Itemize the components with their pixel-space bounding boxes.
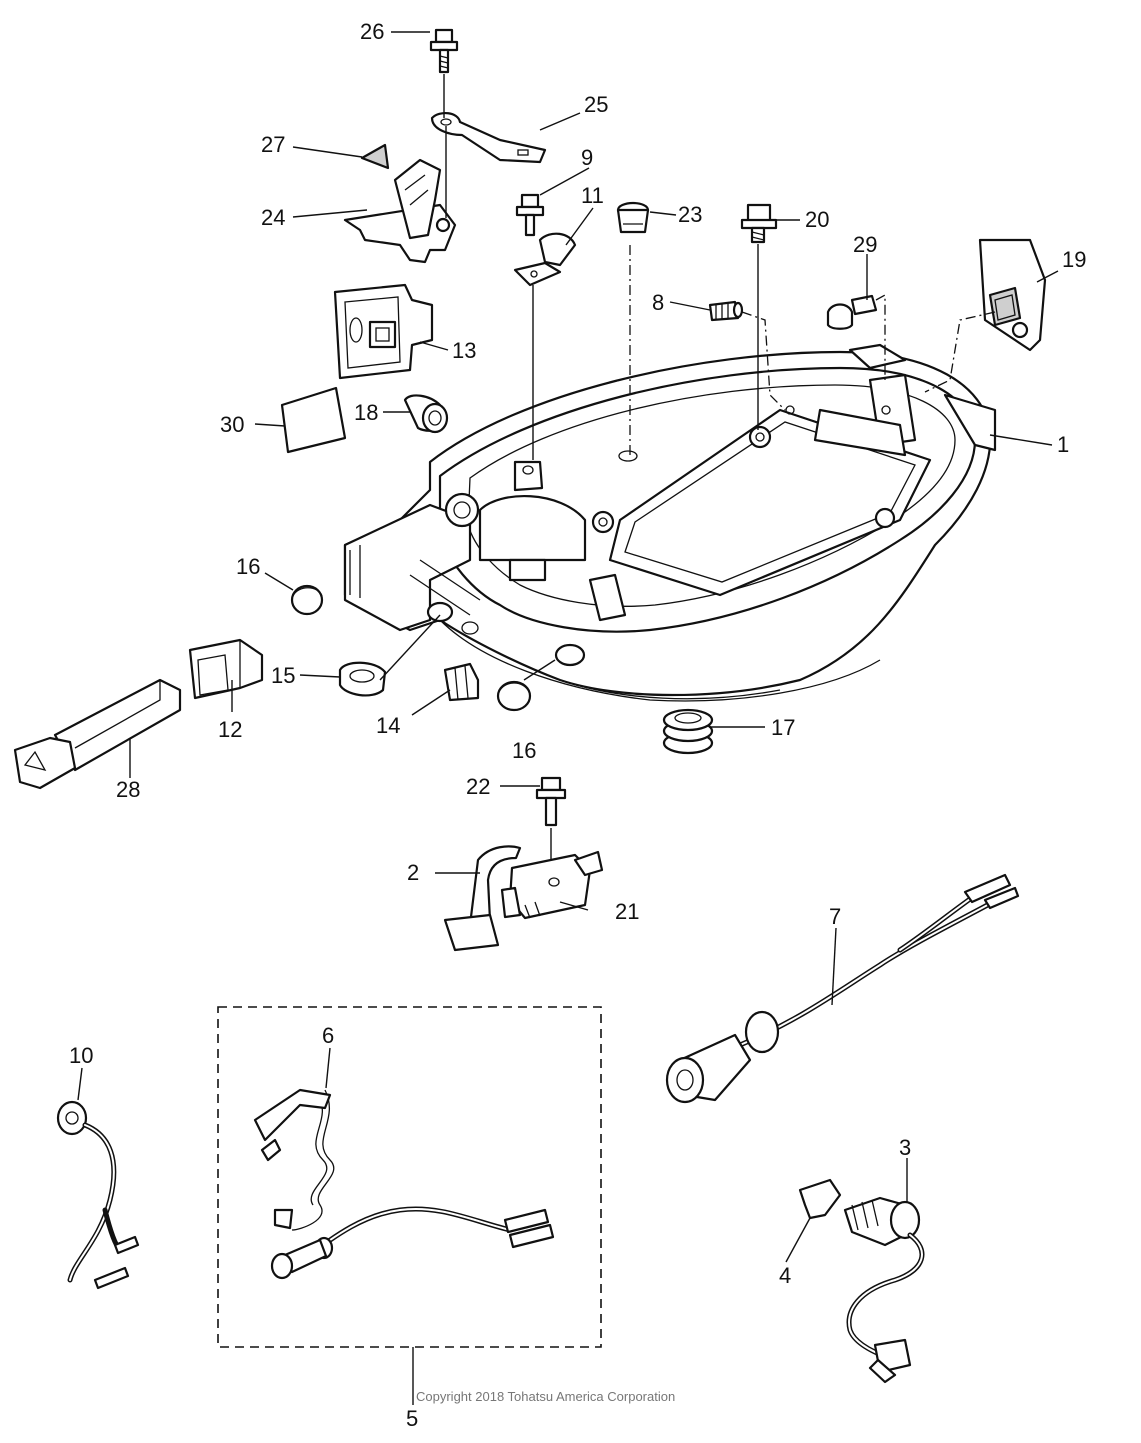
label-19: 19 [1062,247,1086,272]
label-16-upper: 16 [236,554,260,579]
label-4: 4 [779,1263,791,1288]
switch-21-part [500,850,604,920]
label-10: 10 [69,1043,93,1068]
part-labels: 26 25 27 9 11 24 23 20 29 19 8 13 18 30 … [69,19,1086,1431]
kill-switch-7-part [665,873,1020,1104]
label-11: 11 [581,183,604,208]
bolt-9-part [515,193,545,237]
label-27: 27 [261,132,285,157]
label-1: 1 [1057,432,1069,457]
label-23: 23 [678,202,702,227]
label-3: 3 [899,1135,911,1160]
sleeve-12-part [188,638,264,700]
pad-part [280,386,347,454]
label-25: 25 [584,92,608,117]
label-7: 7 [829,904,841,929]
label-2: 2 [407,860,419,885]
label-29: 29 [853,232,877,257]
tag-part [360,143,390,170]
label-30: 30 [220,412,244,437]
dash-8-cowl [741,311,786,411]
label-20: 20 [805,207,829,232]
clip-14-part [443,662,480,702]
bolt-8-part [708,300,744,322]
bolt-26-part [429,28,459,74]
label-16-lower: 16 [512,738,536,763]
label-17: 17 [771,715,795,740]
grommet-18-part [403,394,449,434]
label-14: 14 [376,713,400,738]
group-5-box [217,1006,602,1348]
cap-16b-part [496,680,532,712]
label-8: 8 [652,290,664,315]
copyright-text: Copyright 2018 Tohatsu America Corporati… [416,1389,675,1404]
plug-23-part [616,201,650,234]
bottom-cowl-part [343,343,997,702]
label-18: 18 [354,400,378,425]
grommet-15-part [338,661,387,697]
label-13: 13 [452,338,476,363]
lanyard-6-part [253,1088,555,1280]
dash-19-to-cowl [924,311,996,393]
label-12: 12 [218,717,242,742]
clamp-part [513,232,577,287]
bolt-20-part [740,203,778,244]
bolt-29-part [826,294,878,330]
leader-lines [77,31,1059,1263]
switch-3-part [843,1196,925,1384]
label-6: 6 [322,1023,334,1048]
label-26: 26 [360,19,384,44]
bracket-part [343,158,457,264]
grommet-block-part [333,283,434,380]
grommet-17-part [662,708,714,755]
bolt-22-part [535,776,567,827]
label-15: 15 [271,663,295,688]
rear-plate-part [978,238,1047,352]
bracket-2-part [443,845,522,952]
handle-28-part [13,678,182,790]
label-21: 21 [615,899,639,924]
cap-16a-part [290,584,324,616]
dash-29-cowl [875,293,886,380]
label-22: 22 [466,774,490,799]
clip-4-part [798,1178,842,1220]
label-28: 28 [116,777,140,802]
label-5: 5 [406,1406,418,1431]
label-24: 24 [261,205,285,230]
label-9: 9 [581,145,593,170]
cable-10-part [56,1100,140,1290]
plate-part [430,112,547,164]
